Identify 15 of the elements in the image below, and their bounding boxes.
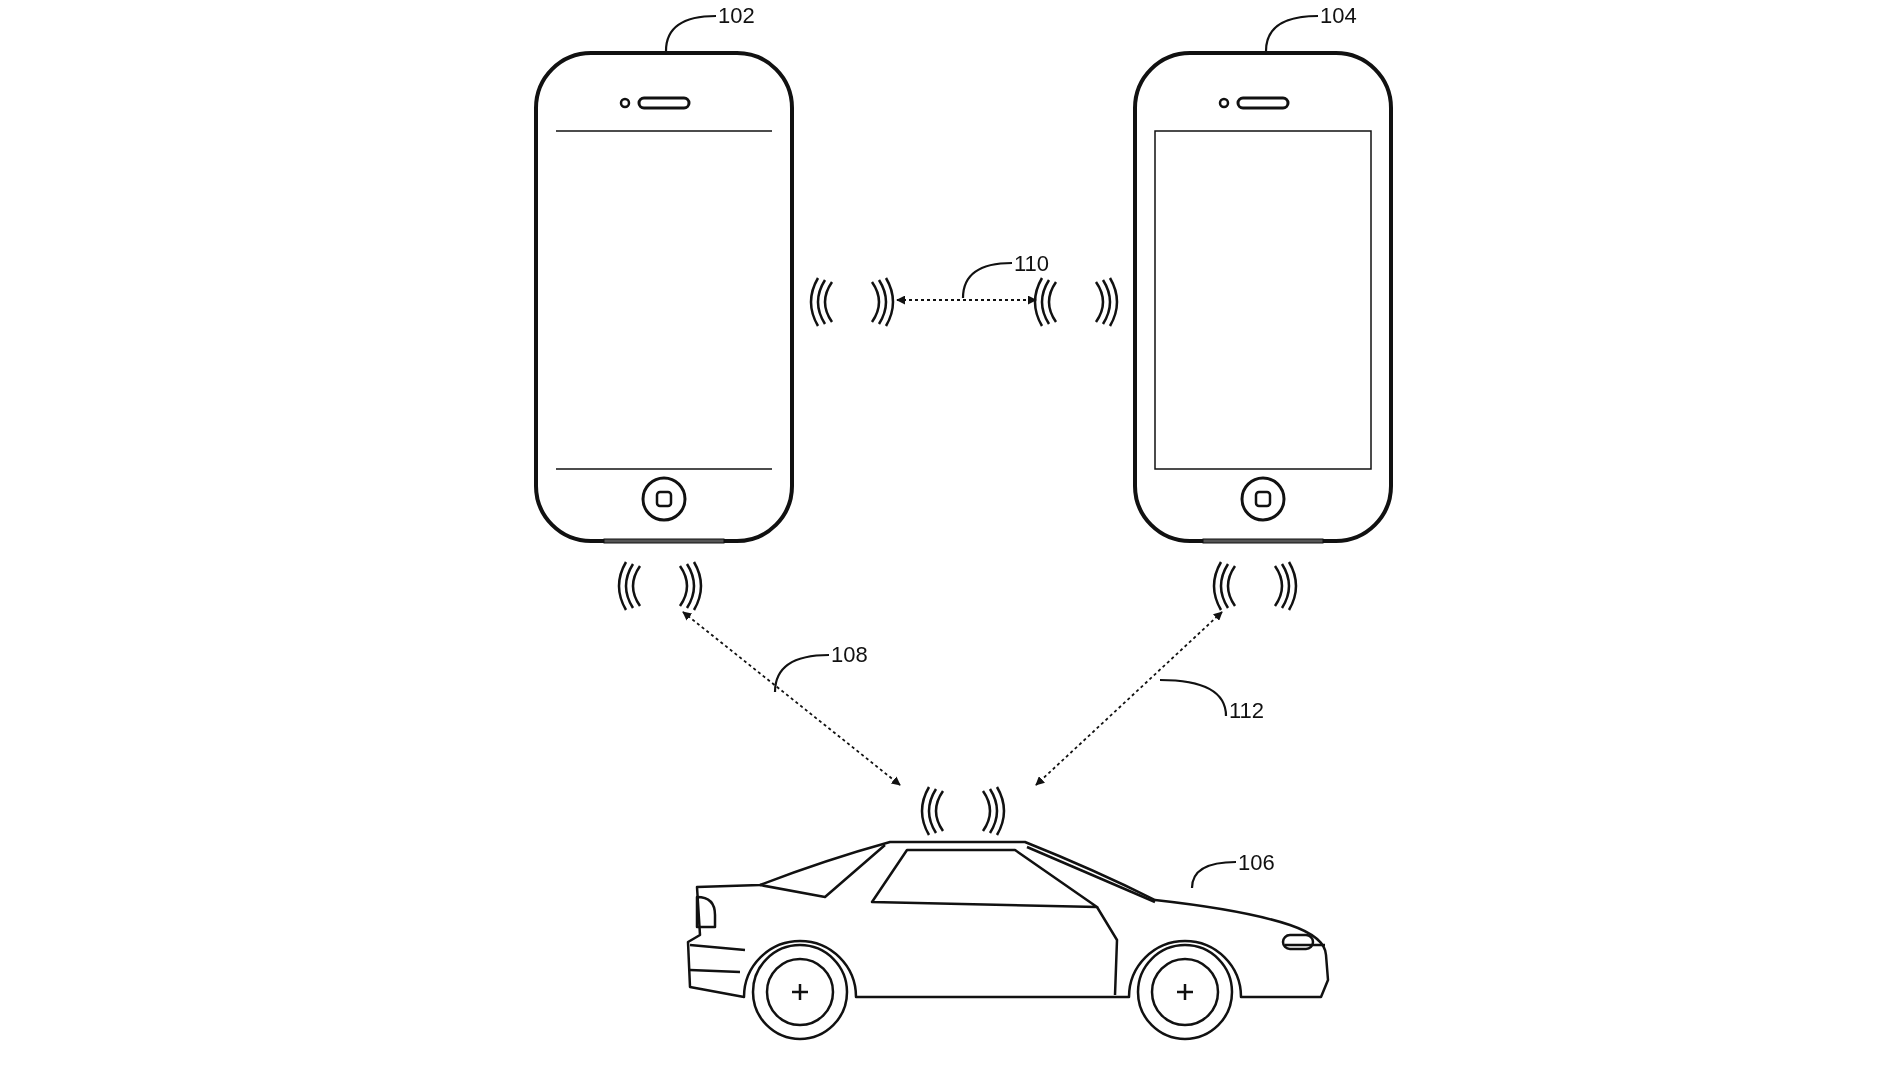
callout-number: 104: [1320, 4, 1360, 28]
arrow: [1035, 611, 1223, 786]
callout-number: 102: [718, 4, 758, 28]
arrow: [896, 295, 1037, 305]
leader-line: [664, 14, 717, 52]
callout-number: 110: [1014, 252, 1054, 276]
leader-line: [1159, 678, 1228, 717]
leader-line: [1190, 860, 1237, 889]
arrow: [682, 611, 901, 786]
callout-number: 108: [831, 643, 871, 667]
leader-line: [1264, 14, 1319, 52]
leader-line: [961, 261, 1013, 299]
leader-line: [773, 653, 830, 693]
callout-number: 106: [1238, 851, 1278, 875]
callout-number: 112: [1229, 699, 1269, 723]
